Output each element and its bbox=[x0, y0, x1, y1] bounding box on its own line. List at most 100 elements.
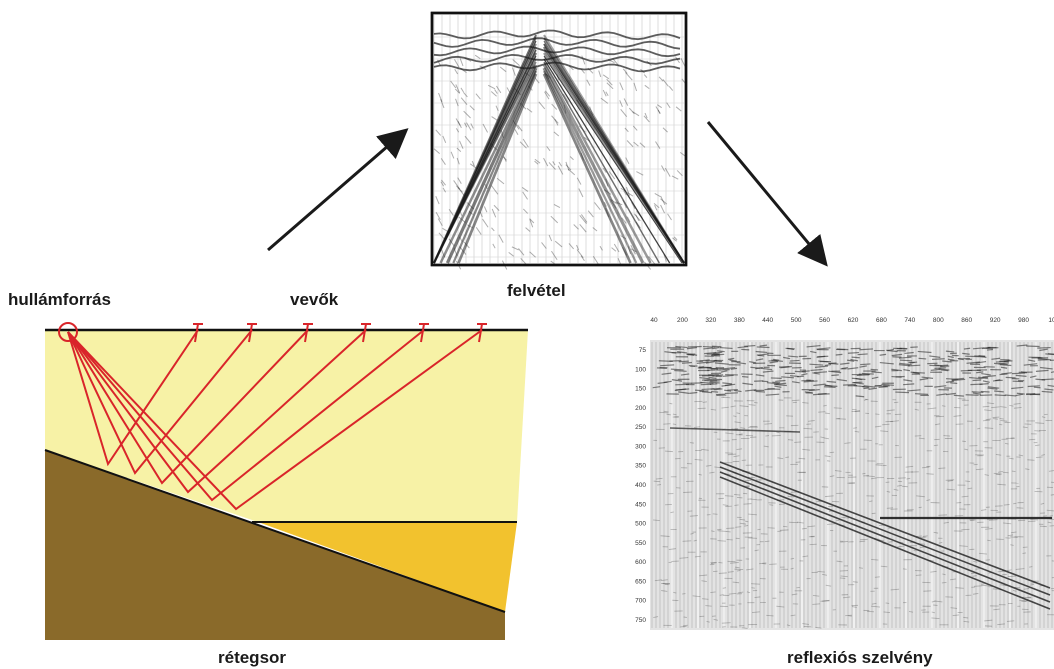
section-speckle bbox=[808, 535, 815, 538]
section-speckle bbox=[727, 357, 735, 360]
section-speckle bbox=[1000, 366, 1008, 369]
section-dipping-reflector bbox=[719, 466, 1051, 596]
record-speckle bbox=[628, 107, 635, 115]
section-speckle bbox=[712, 346, 720, 350]
record-speckle bbox=[495, 105, 499, 112]
section-speckle bbox=[963, 616, 969, 619]
section-speckle bbox=[852, 381, 863, 384]
record-speckle bbox=[448, 238, 455, 247]
section-speckle bbox=[940, 365, 950, 368]
section-speckle bbox=[740, 427, 746, 429]
section-speckle bbox=[810, 368, 823, 372]
section-speckle bbox=[699, 366, 712, 369]
record-speckle bbox=[479, 65, 487, 71]
section-speckle bbox=[653, 480, 661, 483]
section-speckle bbox=[817, 355, 829, 358]
section-speckle bbox=[950, 607, 958, 609]
section-speckle bbox=[890, 588, 900, 591]
section-speckle bbox=[957, 357, 964, 361]
section-speckle bbox=[653, 519, 660, 522]
section-speckle bbox=[746, 591, 751, 594]
section-speckle bbox=[746, 485, 750, 488]
record-speckle bbox=[625, 157, 630, 165]
section-speckle bbox=[727, 389, 738, 391]
record-speckle bbox=[468, 210, 473, 215]
section-speckle bbox=[951, 377, 964, 381]
section-speckle bbox=[1051, 560, 1054, 562]
record-speckle bbox=[671, 175, 679, 180]
record-speckle bbox=[573, 224, 579, 230]
record-speckle bbox=[580, 214, 588, 223]
record-speckle bbox=[643, 115, 650, 123]
record-speckle bbox=[546, 73, 550, 80]
record-speckle bbox=[626, 216, 631, 223]
section-speckle bbox=[844, 442, 851, 444]
section-speckle bbox=[1023, 587, 1030, 590]
section-speckle bbox=[720, 370, 728, 373]
record-speckle bbox=[525, 227, 531, 232]
section-speckle bbox=[932, 358, 945, 360]
record-speckle bbox=[643, 74, 648, 78]
section-speckle bbox=[719, 346, 733, 350]
section-speckle bbox=[959, 545, 968, 547]
section-speckle bbox=[739, 518, 746, 521]
section-speckle bbox=[984, 619, 993, 622]
section-speckle bbox=[1000, 584, 1007, 587]
record-speckle bbox=[673, 236, 678, 241]
section-speckle bbox=[653, 616, 659, 618]
section-speckle bbox=[993, 418, 999, 420]
record-speckle bbox=[502, 156, 507, 161]
section-speckle bbox=[850, 358, 859, 362]
section-speckle bbox=[994, 390, 1004, 393]
ray-path bbox=[67, 329, 253, 475]
section-reflector bbox=[669, 427, 801, 433]
section-speckle bbox=[988, 519, 998, 521]
section-speckle bbox=[708, 376, 717, 380]
section-speckle bbox=[711, 353, 725, 356]
section-speckle bbox=[825, 384, 833, 387]
record-event bbox=[543, 58, 671, 264]
section-speckle bbox=[914, 393, 929, 395]
record-speckle bbox=[600, 97, 609, 104]
record-speckle bbox=[655, 106, 661, 114]
section-speckle bbox=[899, 362, 912, 366]
section-speckle bbox=[689, 391, 698, 394]
record-speckle bbox=[514, 129, 519, 135]
record-speckle bbox=[654, 193, 661, 198]
section-speckle bbox=[922, 535, 928, 537]
section-dipping-reflector bbox=[719, 476, 1051, 610]
section-speckle bbox=[981, 372, 991, 376]
record-speckle bbox=[563, 104, 567, 114]
section-speckle bbox=[769, 504, 774, 506]
record-speckle bbox=[654, 204, 658, 211]
section-speckle bbox=[673, 591, 677, 594]
record-event bbox=[543, 49, 685, 264]
record-speckle bbox=[613, 243, 620, 253]
section-speckle bbox=[733, 415, 737, 417]
section-speckle bbox=[964, 448, 969, 451]
section-speckle bbox=[790, 567, 794, 570]
section-speckle bbox=[794, 441, 802, 443]
section-speckle bbox=[934, 385, 947, 388]
section-top-tick-label: 560 bbox=[819, 317, 830, 324]
section-top-tick-label: 440 bbox=[762, 317, 773, 324]
section-speckle bbox=[915, 574, 922, 576]
record-speckle bbox=[608, 171, 616, 180]
section-speckle bbox=[907, 389, 921, 392]
section-speckle bbox=[1029, 566, 1033, 568]
section-speckle bbox=[674, 388, 687, 392]
section-speckle bbox=[773, 383, 787, 387]
section-speckle bbox=[898, 364, 910, 367]
section-speckle bbox=[712, 513, 718, 515]
record-speckle bbox=[554, 119, 559, 126]
record-speckle bbox=[557, 165, 564, 175]
section-speckle bbox=[985, 527, 993, 530]
section-speckle bbox=[1009, 536, 1018, 538]
section-speckle bbox=[982, 405, 990, 408]
section-speckle bbox=[749, 361, 756, 364]
record-speckle bbox=[474, 54, 481, 60]
section-speckle bbox=[997, 470, 1003, 473]
section-speckle bbox=[1016, 344, 1028, 347]
record-speckle bbox=[576, 249, 584, 259]
section-speckle bbox=[734, 389, 742, 393]
